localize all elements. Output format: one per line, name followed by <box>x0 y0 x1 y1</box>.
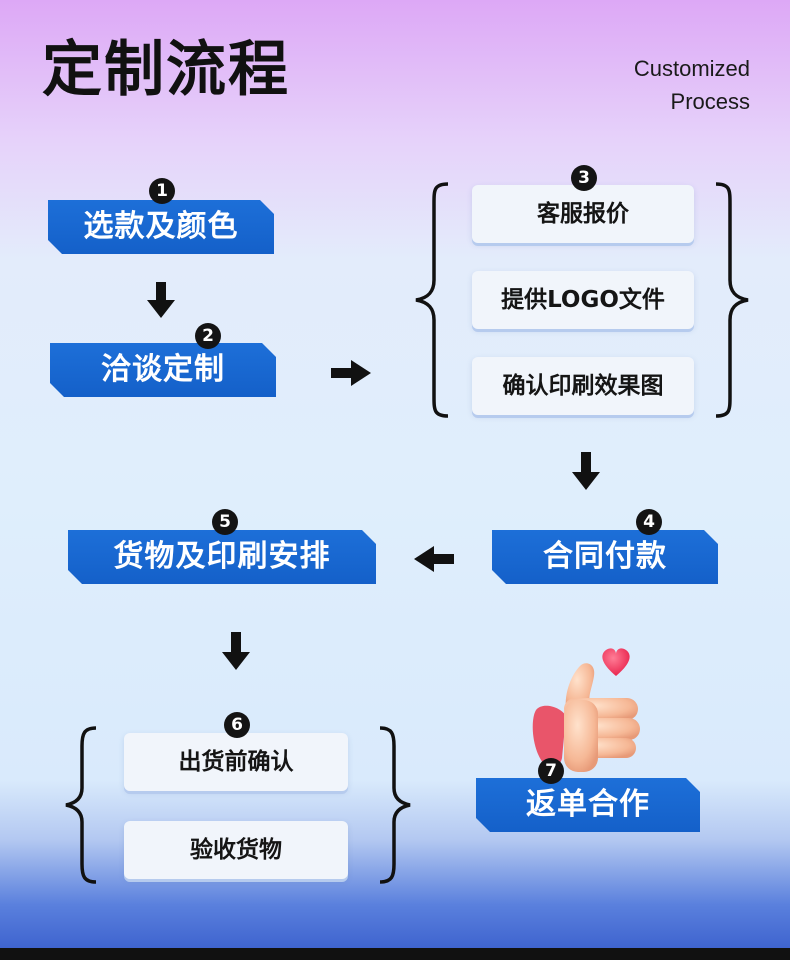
bottom-bar <box>0 948 790 960</box>
step-2-negotiate: 洽谈定制 <box>50 343 276 397</box>
right-brace-icon <box>379 726 411 884</box>
step-7-badge: 7 <box>538 758 564 784</box>
left-brace-icon <box>65 726 97 884</box>
arrow-left-icon <box>414 546 454 572</box>
step-5-goods-printing: 货物及印刷安排 <box>68 530 376 584</box>
card-print-proof: 确认印刷效果图 <box>472 357 694 415</box>
arrow-down-icon <box>147 282 175 318</box>
step-2-badge: 2 <box>195 323 221 349</box>
step-1-badge: 1 <box>149 178 175 204</box>
arrow-down-icon <box>222 632 250 670</box>
step-4-contract-payment: 合同付款 <box>492 530 718 584</box>
subtitle-line-1: Customized <box>633 56 750 81</box>
step-7-repeat-order: 返单合作 <box>476 778 700 832</box>
thumbs-up-heart-icon <box>532 648 640 772</box>
card-pre-shipment-check: 出货前确认 <box>124 733 348 791</box>
step-1-select-style: 选款及颜色 <box>48 200 274 254</box>
step-6-badge: 6 <box>224 712 250 738</box>
subtitle-line-2: Process <box>670 89 750 114</box>
arrow-right-icon <box>331 360 371 386</box>
arrow-down-icon <box>572 452 600 490</box>
page-title: 定制流程 <box>42 35 290 105</box>
card-logo-file: 提供LOGO文件 <box>472 271 694 329</box>
step-3-badge: 3 <box>571 165 597 191</box>
card-quote: 客服报价 <box>472 185 694 243</box>
right-brace-icon <box>715 182 749 418</box>
page-subtitle: Customized Process <box>634 52 750 118</box>
step-5-badge: 5 <box>212 509 238 535</box>
card-goods-acceptance: 验收货物 <box>124 821 348 879</box>
left-brace-icon <box>415 182 449 418</box>
step-4-badge: 4 <box>636 509 662 535</box>
